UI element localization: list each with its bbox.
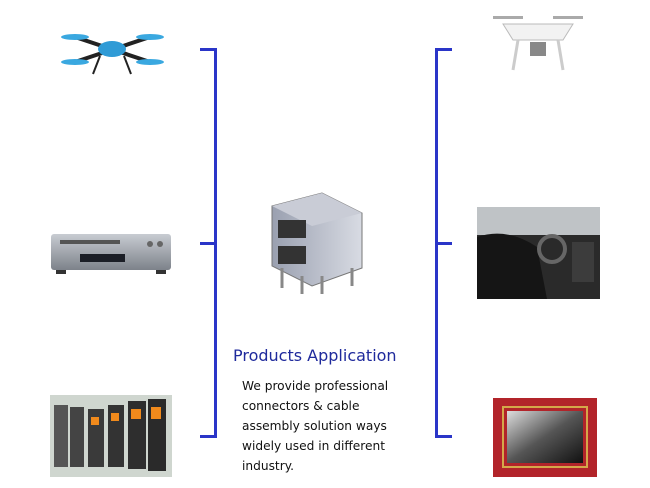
left-bracket-bottom: [200, 435, 217, 438]
left-bracket-mid: [200, 242, 217, 245]
section-title: Products Application: [233, 346, 397, 365]
industrial-inverters-image: [50, 395, 172, 477]
quadcopter-drone-image: [61, 34, 164, 75]
rj45-connector-image: [271, 192, 363, 294]
camera-drone-image: [493, 16, 583, 71]
dvd-player-image: [51, 234, 171, 274]
car-interior-image: [477, 207, 600, 299]
right-bracket-top: [435, 48, 452, 51]
left-bracket-top: [200, 48, 217, 51]
section-description: We provide professional connectors & cab…: [242, 379, 389, 473]
right-bracket-bottom: [435, 435, 452, 438]
display-frame-image: [493, 398, 597, 477]
right-bracket-mid: [435, 242, 452, 245]
